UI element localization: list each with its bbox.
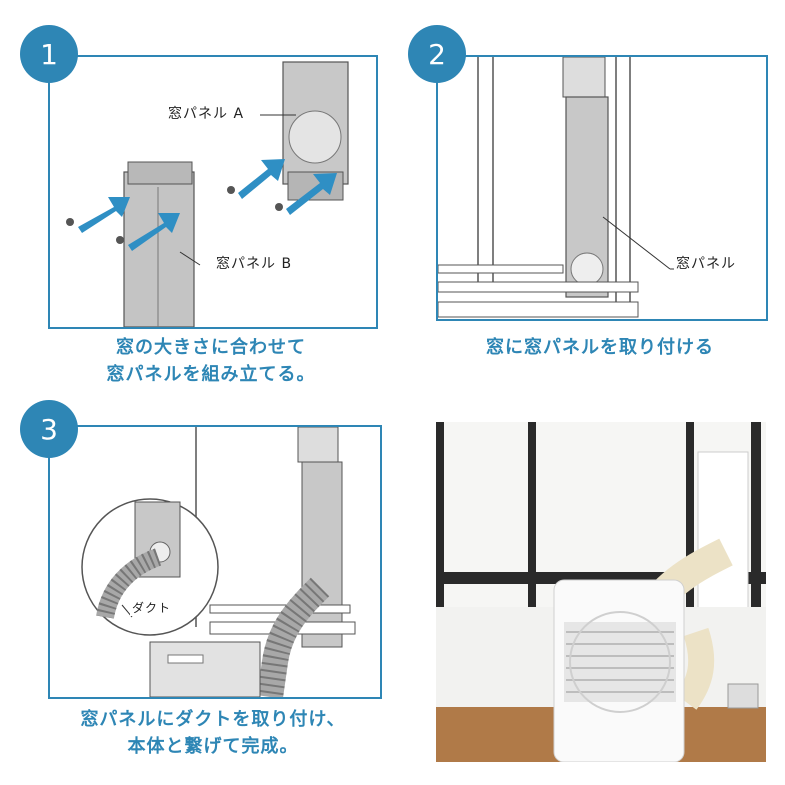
step-2-badge: 2 bbox=[408, 25, 466, 83]
panel-a-label: 窓パネル A bbox=[166, 103, 247, 123]
step2-caption-line1: 窓に窓パネルを取り付ける bbox=[486, 337, 714, 358]
step3-caption-line1: 窓パネルにダクトを取り付け、 bbox=[80, 709, 346, 730]
step1-illustration bbox=[66, 61, 349, 327]
duct-label: ダクト bbox=[130, 599, 174, 616]
step1-caption-line2: 窓パネルを組み立てる。 bbox=[106, 364, 316, 385]
installed-air-conditioner-photo bbox=[436, 422, 766, 762]
step1-panel: 窓パネル A 窓パネル B bbox=[48, 55, 378, 329]
step-1-badge: 1 bbox=[20, 25, 78, 83]
step2-panel: 窓パネル bbox=[436, 55, 768, 321]
step3-panel: ダクト bbox=[48, 425, 382, 699]
step-3-badge: 3 bbox=[20, 400, 78, 458]
step3-illustration bbox=[81, 427, 356, 697]
window-panel-label: 窓パネル bbox=[674, 253, 738, 273]
panel-b-label: 窓パネル B bbox=[214, 253, 295, 273]
photo-scene bbox=[436, 422, 766, 762]
step1-caption-line1: 窓の大きさに合わせて bbox=[116, 337, 306, 358]
step2-caption: 窓に窓パネルを取り付ける bbox=[436, 334, 764, 361]
step2-illustration bbox=[438, 57, 766, 319]
step1-caption: 窓の大きさに合わせて 窓パネルを組み立てる。 bbox=[48, 334, 374, 388]
step3-caption-line2: 本体と繋げて完成。 bbox=[127, 736, 299, 757]
step3-caption: 窓パネルにダクトを取り付け、 本体と繋げて完成。 bbox=[48, 706, 378, 760]
